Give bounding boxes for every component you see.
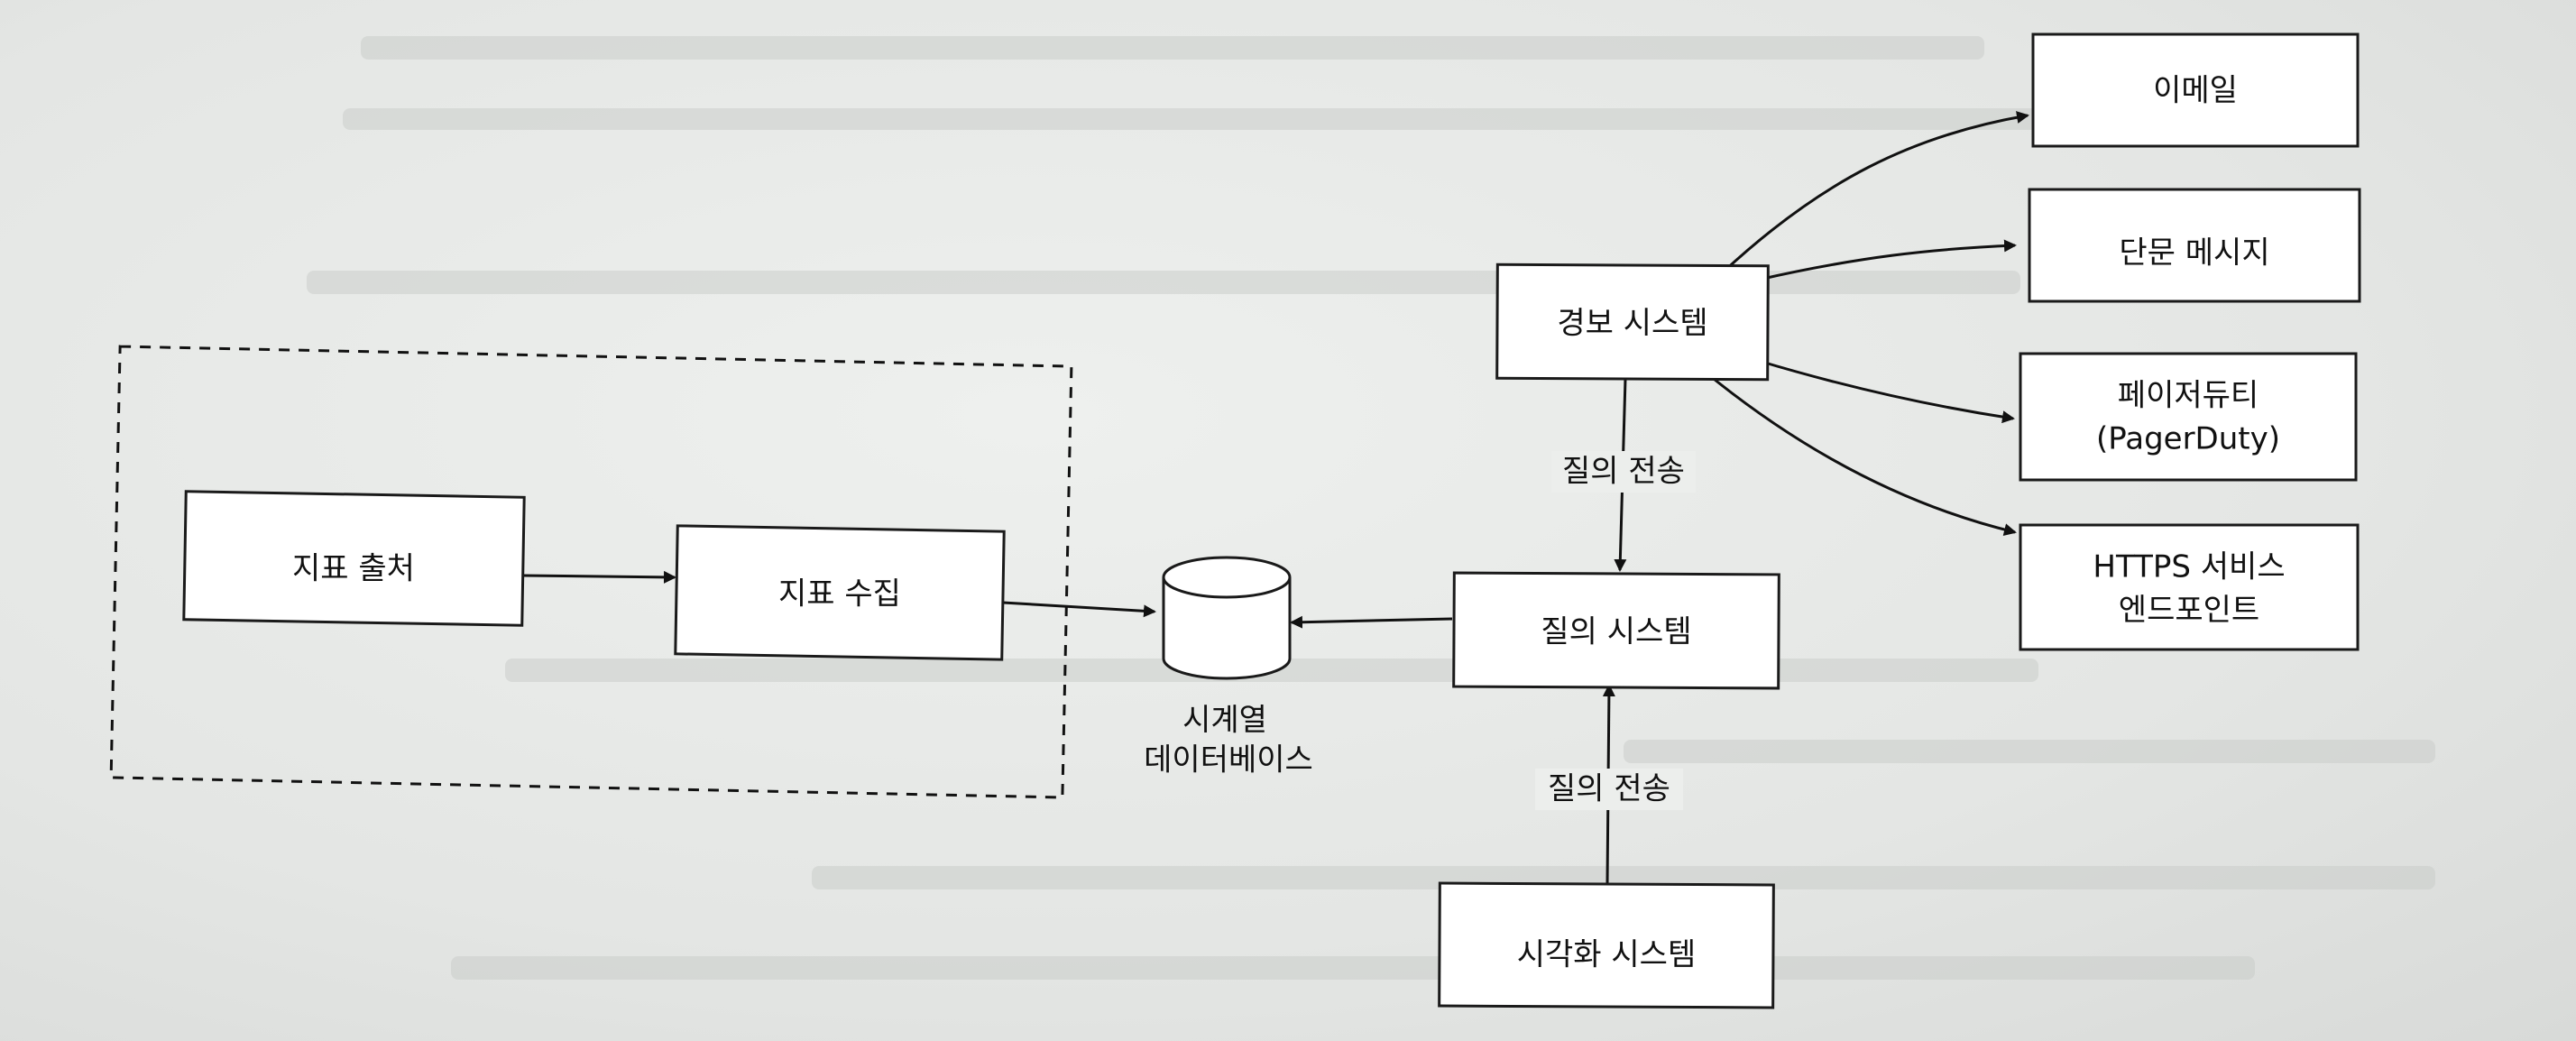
node-query-system: 질의 시스템 [1452,571,1780,690]
node-pagerduty: 페이저듀티 (PagerDuty) [2019,352,2358,482]
node-pagerduty-label-1: 페이저듀티 [2118,378,2259,414]
node-https-label-1: HTTPS 서비스 [2093,549,2285,585]
edge-source-to-collect [522,570,676,584]
node-metric-source: 지표 출처 [182,490,526,627]
node-tsdb-label-1: 시계열 [1182,703,1267,739]
node-sms: 단문 메시지 [2028,188,2361,303]
node-email: 이메일 [2031,32,2360,148]
node-alert-system: 경보 시스템 [1495,263,1770,382]
node-query-system-label: 질의 시스템 [1541,614,1691,650]
node-tsdb: 시계열 데이터베이스 [1144,556,1313,778]
node-metric-source-label: 지표 출처 [292,551,415,587]
node-sms-label: 단문 메시지 [2119,235,2269,272]
edge-label-bg [1535,769,1683,810]
edge-alert-to-https [1713,377,2017,536]
node-pagerduty-label-2: (PagerDuty) [2096,421,2280,457]
edge-label-alert-query: 질의 전송 [1562,454,1685,490]
node-https-label-2: 엔드포인트 [2119,593,2259,629]
edge-collect-to-tsdb [1002,601,1156,618]
node-email-label: 이메일 [2153,73,2238,109]
edge-alert-to-sms [1758,239,2017,281]
node-tsdb-label-2: 데이터베이스 [1144,742,1313,778]
edge-query-to-tsdb [1290,615,1453,629]
collection-boundary [109,345,1073,799]
edge-alert-to-email [1721,111,2029,274]
edge-label-viz-query: 질의 전송 [1548,771,1670,807]
edge-alert-to-pagerduty [1758,359,2015,424]
node-viz-system-label: 시각화 시스템 [1517,937,1697,973]
node-alert-system-label: 경보 시스템 [1557,306,1707,342]
node-viz-system: 시각화 시스템 [1438,881,1775,1009]
node-metric-collect: 지표 수집 [674,524,1006,661]
node-metric-collect-label: 지표 수집 [778,576,901,613]
node-https: HTTPS 서비스 엔드포인트 [2019,523,2360,651]
edge-label-bg [1551,451,1696,493]
